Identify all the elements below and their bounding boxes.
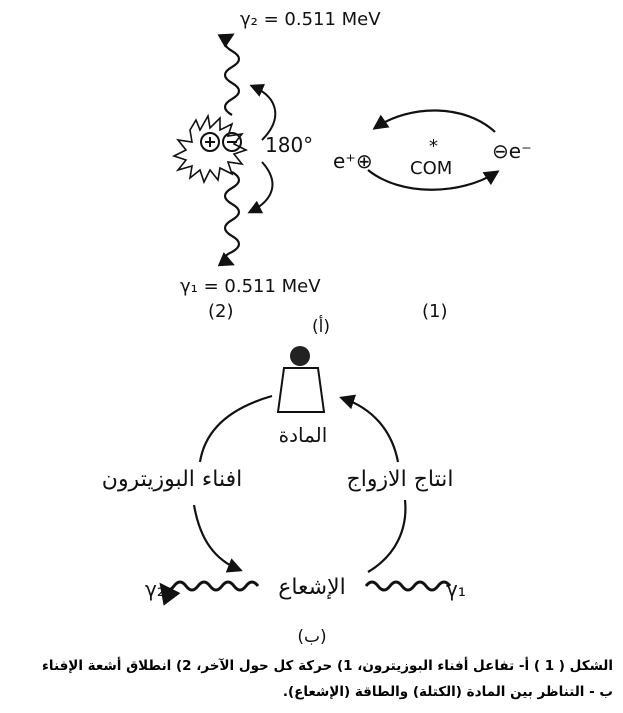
com-label: COM (410, 158, 452, 179)
gamma-bottom-label: γ₁ = 0.511 MeV (180, 276, 321, 297)
part2-label: (2) (208, 301, 234, 322)
matter-label: المادة (279, 423, 328, 447)
part-a-label: (أ) (312, 315, 330, 337)
weight-icon (276, 346, 326, 413)
com-marker: * (429, 136, 438, 157)
orbit-arrow-top (372, 109, 496, 133)
radiation-label: الإشعاع (278, 575, 346, 600)
annihilation-burst-icon (171, 113, 249, 185)
gamma-bottom-wave (217, 171, 241, 267)
angle-arc-upper (249, 83, 277, 141)
angle-arc-lower (247, 161, 274, 214)
mass-energy-cycle: (أ) المادة افناء البوزيترون انتاج الازوا… (102, 315, 466, 647)
gamma-top-wave (217, 33, 241, 116)
left-process-label: افناء البوزيترون (102, 467, 242, 492)
gamma-left-label: γ₂ (145, 577, 165, 601)
orbit-part: e⁺⊕ ⊖e⁻ * COM (1) (333, 109, 532, 322)
right-process-label: انتاج الازواج (347, 467, 454, 492)
radiation-wave-left (159, 580, 260, 606)
arc-left-to-radiation (192, 504, 243, 573)
positron-label: e⁺⊕ (333, 149, 373, 173)
caption-line-2: ب - التناظر بين المادة (الكتلة) والطاقة … (282, 684, 613, 700)
arc-radiation-to-right (367, 499, 407, 573)
gamma-right-label: γ₁ (446, 577, 466, 601)
part1-label: (1) (422, 301, 448, 322)
arc-matter-to-left (198, 394, 273, 463)
annihilation-emission-part: γ₂ = 0.511 MeV 180° γ₁ = 0.511 MeV (2) (171, 9, 381, 322)
gamma-top-label: γ₂ = 0.511 MeV (240, 9, 381, 30)
part-b-label: (ب) (297, 627, 326, 647)
electron-label: ⊖e⁻ (492, 139, 532, 163)
arc-right-to-matter (339, 394, 400, 463)
positron-electron-pair (200, 132, 242, 152)
caption-line-1: الشكل ( 1 ) أ- تفاعل أفناء البوزيترون، 1… (41, 658, 613, 674)
orbit-arrow-bottom (367, 169, 500, 191)
angle-label: 180° (265, 133, 313, 157)
radiation-wave-right (364, 580, 452, 592)
